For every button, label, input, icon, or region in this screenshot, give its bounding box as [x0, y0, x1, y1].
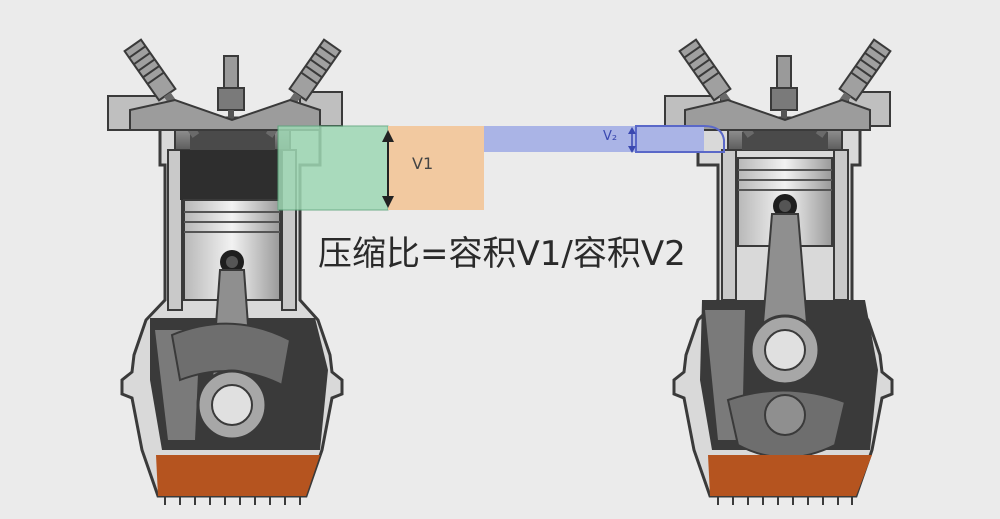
compression-ratio-formula: 压缩比=容积V1/容积V2 — [318, 234, 686, 274]
v2-arrow — [628, 127, 636, 153]
combustion-chamber-highlight — [277, 125, 389, 211]
v1-arrow — [382, 130, 394, 208]
v1-volume-box — [388, 126, 484, 210]
v2-label: V₂ — [603, 129, 618, 144]
left-engine — [107, 38, 344, 505]
right-oil-sump — [708, 455, 872, 496]
v2-volume-box — [484, 126, 704, 152]
v2-chamber-highlight — [635, 125, 725, 153]
right-engine — [664, 38, 894, 505]
v1-label: V1 — [412, 154, 434, 173]
left-oil-sump — [156, 455, 320, 496]
